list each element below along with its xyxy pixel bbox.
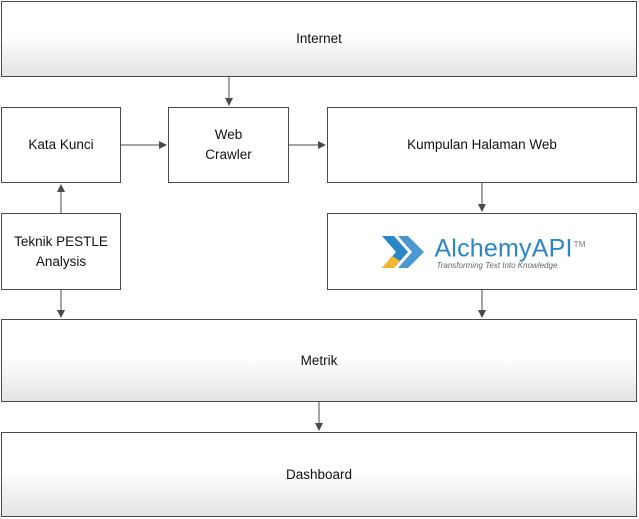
- alchemyapi-logo-tagline: Transforming Text Into Knowledge: [436, 261, 558, 271]
- kumpulan-halaman-web-node: Kumpulan Halaman Web: [327, 107, 637, 183]
- dashboard-label: Dashboard: [285, 466, 353, 482]
- alchemyapi-logo-tm: TM: [573, 239, 586, 249]
- teknik-pestle-node: Teknik PESTLE Analysis: [1, 213, 121, 290]
- teknik-pestle-label-line1: Teknik PESTLE: [14, 233, 108, 249]
- kumpulan-halaman-web-label: Kumpulan Halaman Web: [407, 137, 557, 152]
- kata-kunci-node: Kata Kunci: [1, 107, 121, 183]
- metrik-node: Metrik: [1, 319, 637, 402]
- internet-node: Internet: [1, 1, 637, 77]
- teknik-pestle-label-line2: Analysis: [35, 253, 87, 269]
- alchemyapi-logo-name: AlchemyAPITM: [434, 232, 585, 261]
- metrik-label: Metrik: [300, 352, 338, 368]
- internet-label: Internet: [296, 31, 342, 46]
- kata-kunci-label: Kata Kunci: [28, 137, 94, 152]
- alchemyapi-logo-name-part1: Alchemy: [434, 234, 532, 263]
- alchemyapi-chevron-icon: [382, 235, 425, 268]
- web-crawler-node: Web Crawler: [168, 107, 289, 183]
- web-crawler-label-line2: Crawler: [205, 147, 252, 162]
- alchemyapi-logo-name-part2: API: [531, 234, 573, 263]
- alchemyapi-logo: AlchemyAPITM Transforming Text Into Know…: [378, 232, 585, 272]
- web-crawler-label-line1: Web: [214, 127, 243, 142]
- dashboard-node: Dashboard: [1, 432, 637, 517]
- alchemyapi-node: AlchemyAPITM Transforming Text Into Know…: [327, 213, 637, 290]
